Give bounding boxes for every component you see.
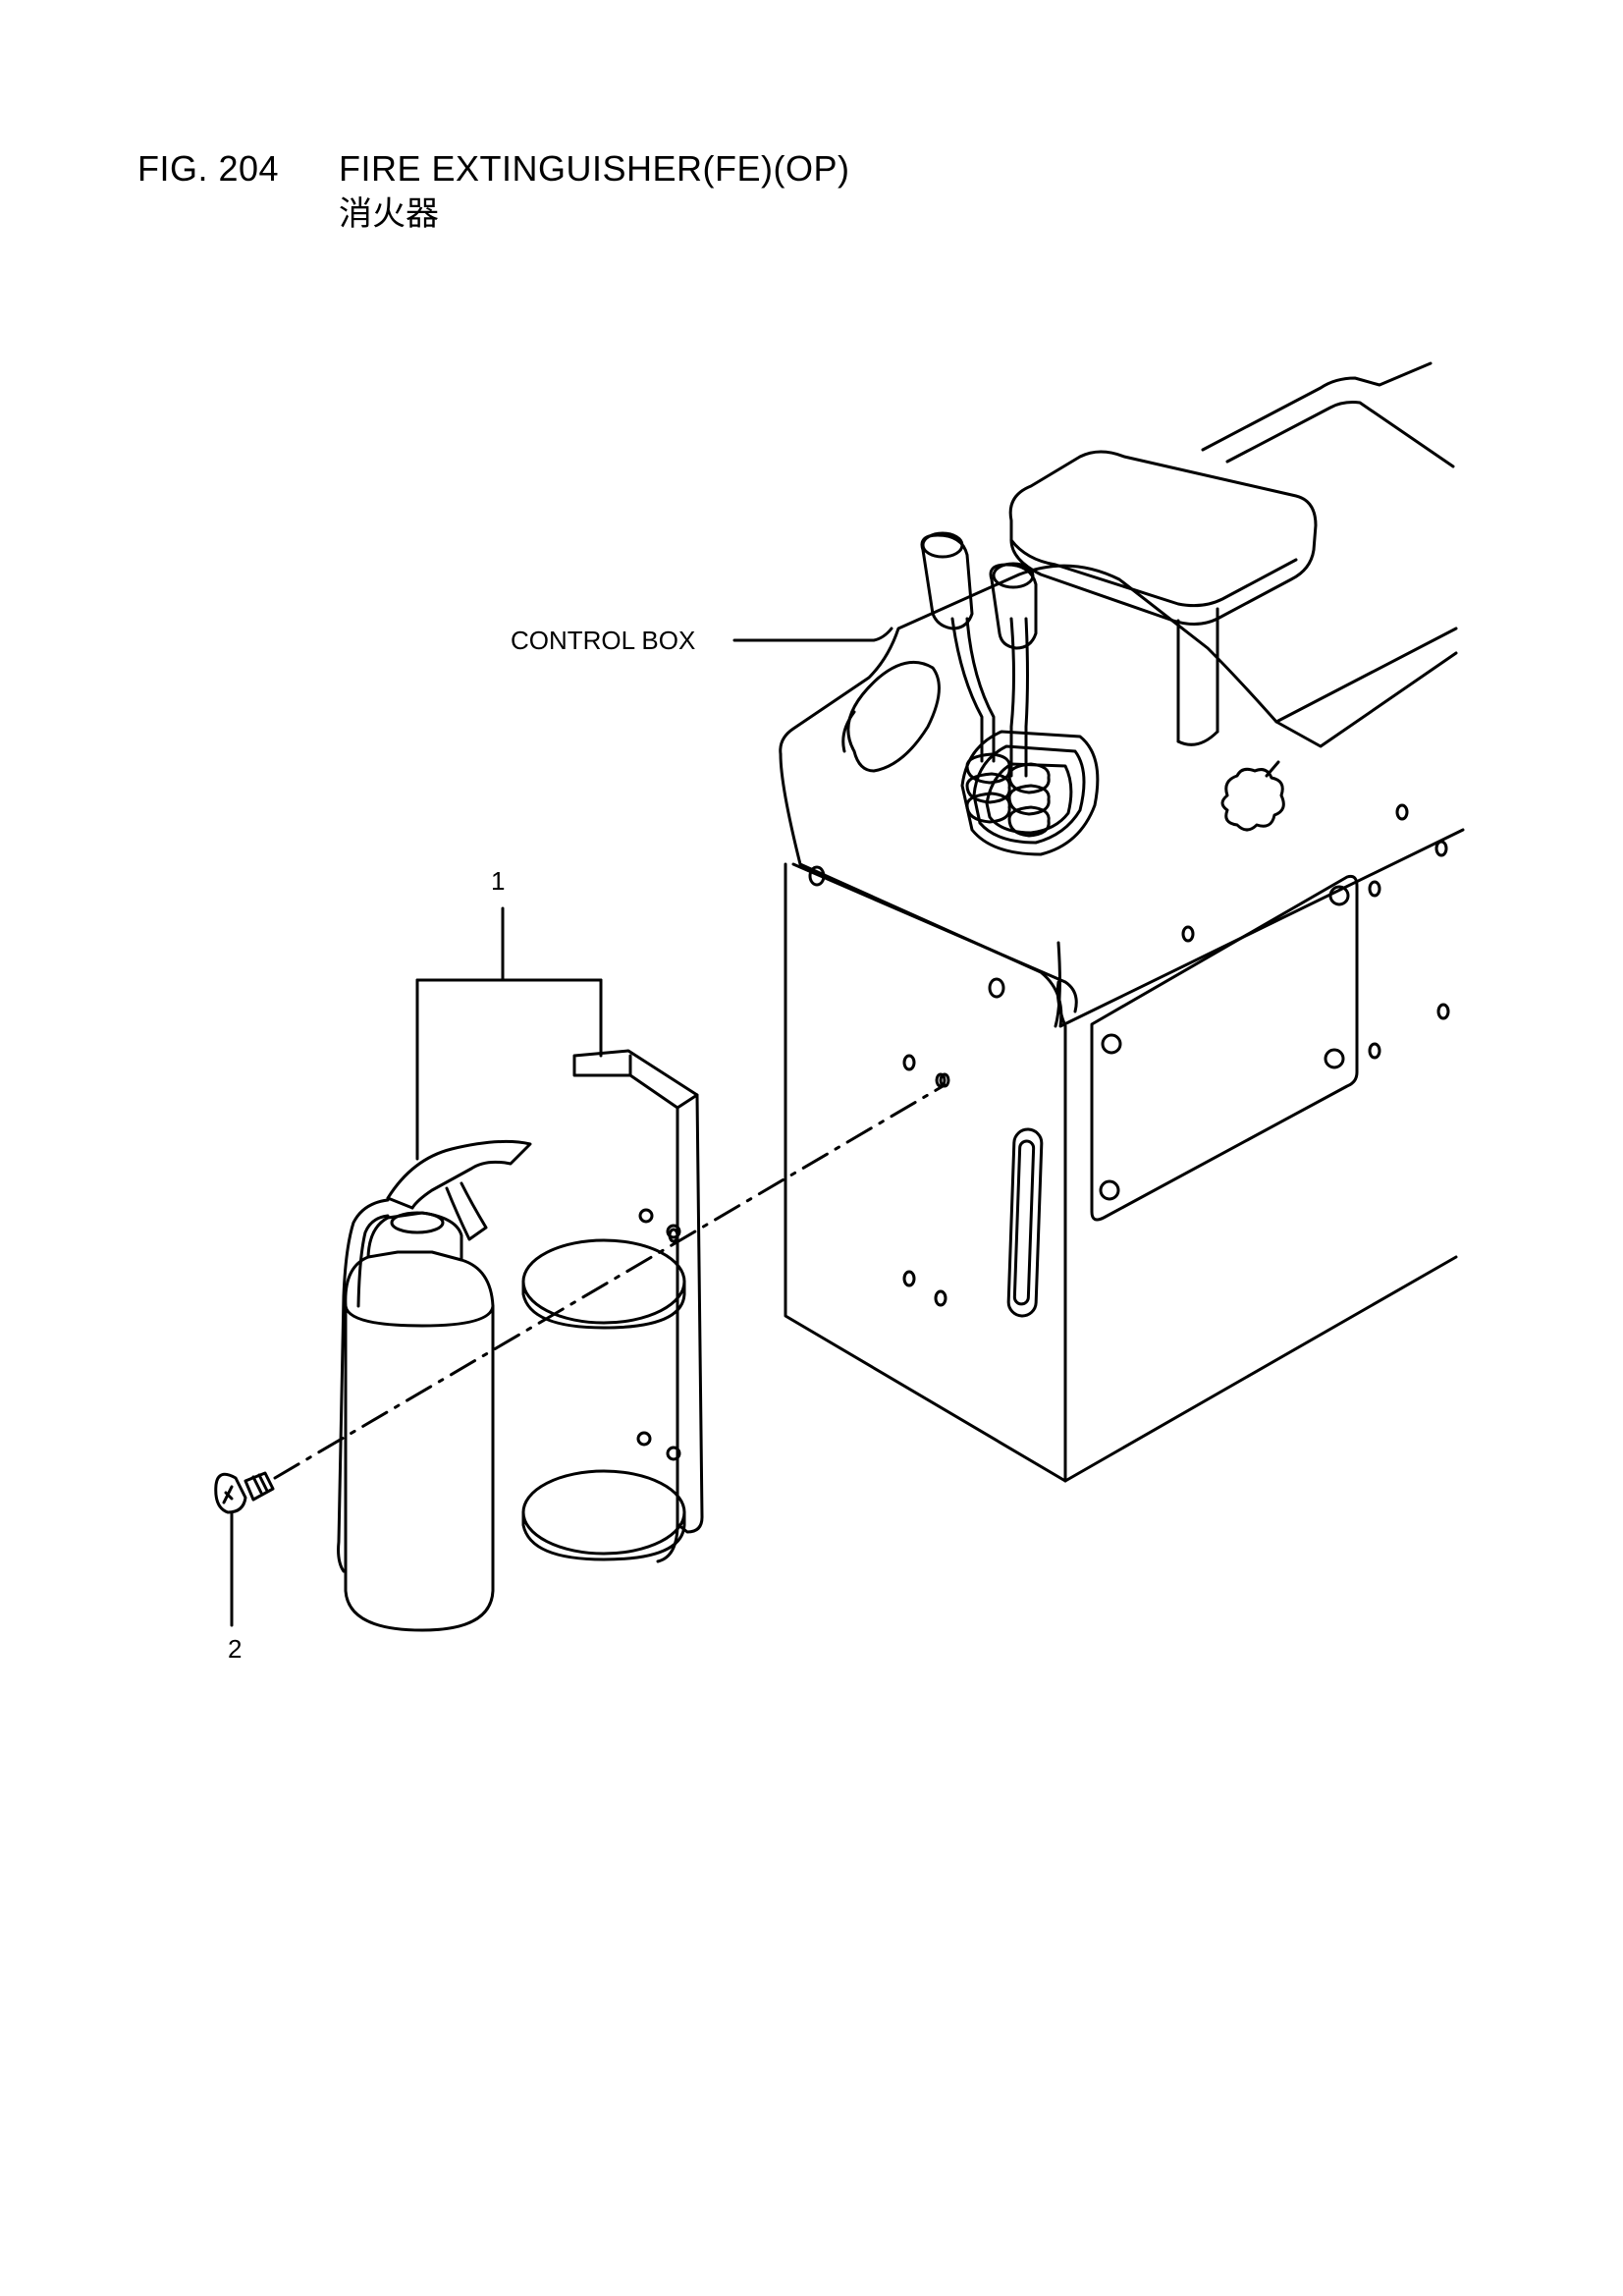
control-box-drawing (732, 361, 1465, 1483)
figure-number: FIG. 204 (137, 148, 280, 189)
figure-subtitle: 消火器 (339, 195, 439, 233)
figure-title: FIRE EXTINGUISHER(FE)(OP) (339, 148, 850, 189)
part-2-label: 2 (228, 1634, 243, 1664)
fire-extinguisher-drawing (337, 906, 704, 1632)
screw-drawing (214, 1471, 275, 1627)
mounting-hole (939, 1072, 950, 1088)
bracket-hole (668, 1228, 679, 1243)
assembly-centerline (273, 1083, 947, 1480)
part-1-label: 1 (491, 866, 506, 896)
control-box-label: CONTROL BOX (511, 626, 696, 655)
